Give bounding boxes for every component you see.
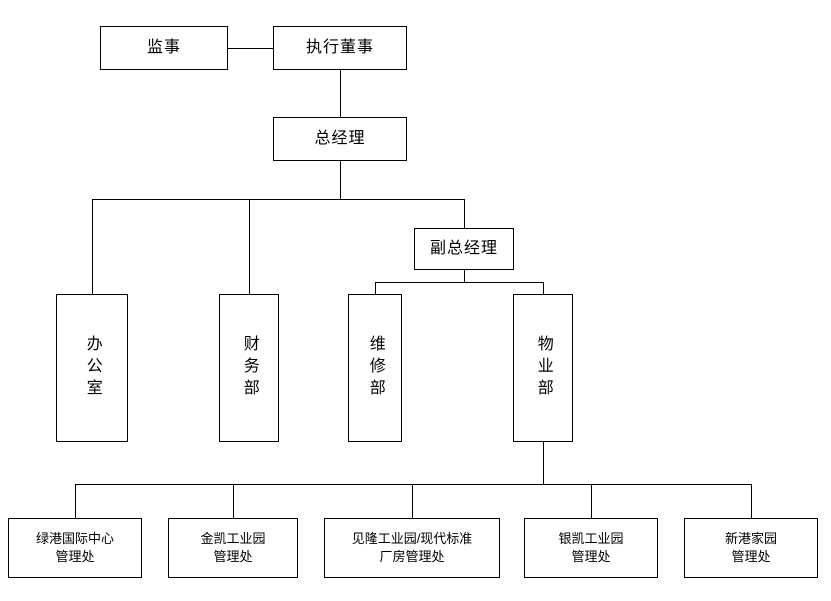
org-node-label: 见隆工业园/现代标准厂房管理处: [351, 531, 473, 564]
connector-property-mgmt_2: [233, 484, 234, 518]
connector-gm-trunk: [340, 161, 341, 199]
connector-property-mgmt_4: [591, 484, 592, 518]
org-node-label: 银凯工业园管理处: [558, 531, 624, 564]
org-node-supervisor[interactable]: 监事: [100, 26, 228, 70]
connector-property-mgmt_5: [751, 484, 752, 518]
connector-gm-bus: [92, 199, 464, 200]
connector-gm-deputy: [464, 199, 465, 228]
org-node-mgmt_4[interactable]: 银凯工业园管理处: [524, 518, 658, 578]
org-node-label: 金凯工业园管理处: [200, 531, 266, 564]
org-node-office[interactable]: 办公室: [56, 294, 128, 442]
org-node-label: 维修部: [366, 335, 384, 401]
org-node-finance[interactable]: 财务部: [219, 294, 279, 442]
org-node-deputy_gm[interactable]: 副总经理: [414, 228, 514, 270]
org-node-label: 财务部: [240, 335, 258, 401]
org-node-label: 执行董事: [305, 39, 374, 57]
connector-deputy-trunk: [464, 270, 465, 282]
org-node-label: 总经理: [314, 130, 366, 148]
org-node-label: 物业部: [534, 335, 552, 401]
connector-deputy-bus: [375, 282, 543, 283]
org-node-label: 绿港国际中心管理处: [35, 531, 114, 564]
connector-property-mgmt_3: [412, 484, 413, 518]
org-node-gm[interactable]: 总经理: [273, 117, 407, 161]
org-node-label: 副总经理: [429, 240, 498, 258]
connector-exec-gm: [340, 70, 341, 117]
connector-supervisor-exec: [228, 48, 273, 49]
connector-deputy-property: [543, 282, 544, 294]
org-node-mgmt_1[interactable]: 绿港国际中心管理处: [8, 518, 142, 578]
connector-property-trunk: [543, 442, 544, 484]
connector-property-mgmt_1: [75, 484, 76, 518]
org-node-label: 办公室: [83, 335, 101, 401]
org-node-mgmt_3[interactable]: 见隆工业园/现代标准厂房管理处: [324, 518, 500, 578]
org-node-label: 新港家园管理处: [724, 531, 777, 564]
org-node-label: 监事: [146, 39, 181, 57]
connector-gm-finance: [249, 199, 250, 294]
connector-property-bus: [75, 484, 751, 485]
connector-gm-office: [92, 199, 93, 294]
org-node-mgmt_2[interactable]: 金凯工业园管理处: [168, 518, 298, 578]
org-node-exec_director[interactable]: 执行董事: [273, 26, 407, 70]
org-node-property[interactable]: 物业部: [513, 294, 573, 442]
org-node-mgmt_5[interactable]: 新港家园管理处: [684, 518, 818, 578]
org-node-maintenance[interactable]: 维修部: [348, 294, 402, 442]
connector-deputy-maintenance: [375, 282, 376, 294]
